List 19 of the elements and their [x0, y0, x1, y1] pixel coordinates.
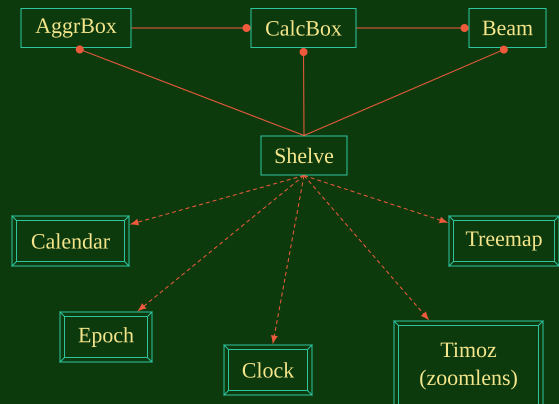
connector — [131, 24, 250, 32]
connector — [130, 175, 304, 226]
connector — [356, 24, 468, 32]
connector — [271, 175, 304, 344]
process-box: Beam — [468, 8, 546, 48]
connector — [138, 175, 304, 311]
bevel-box: Calendar — [11, 215, 130, 267]
process-box: AggrBox — [20, 8, 132, 48]
connector — [300, 48, 308, 136]
process-box: CalcBox — [250, 8, 356, 48]
bevel-box: Clock — [223, 344, 313, 396]
process-box: Shelve — [260, 136, 348, 176]
connector — [304, 175, 448, 224]
bevel-box: Treemap — [448, 215, 559, 267]
connector — [304, 46, 508, 136]
bevel-box: Epoch — [59, 311, 153, 363]
bevel-box: Timoz (zoomlens) — [393, 320, 544, 404]
connector — [76, 45, 304, 136]
connector — [304, 175, 428, 320]
